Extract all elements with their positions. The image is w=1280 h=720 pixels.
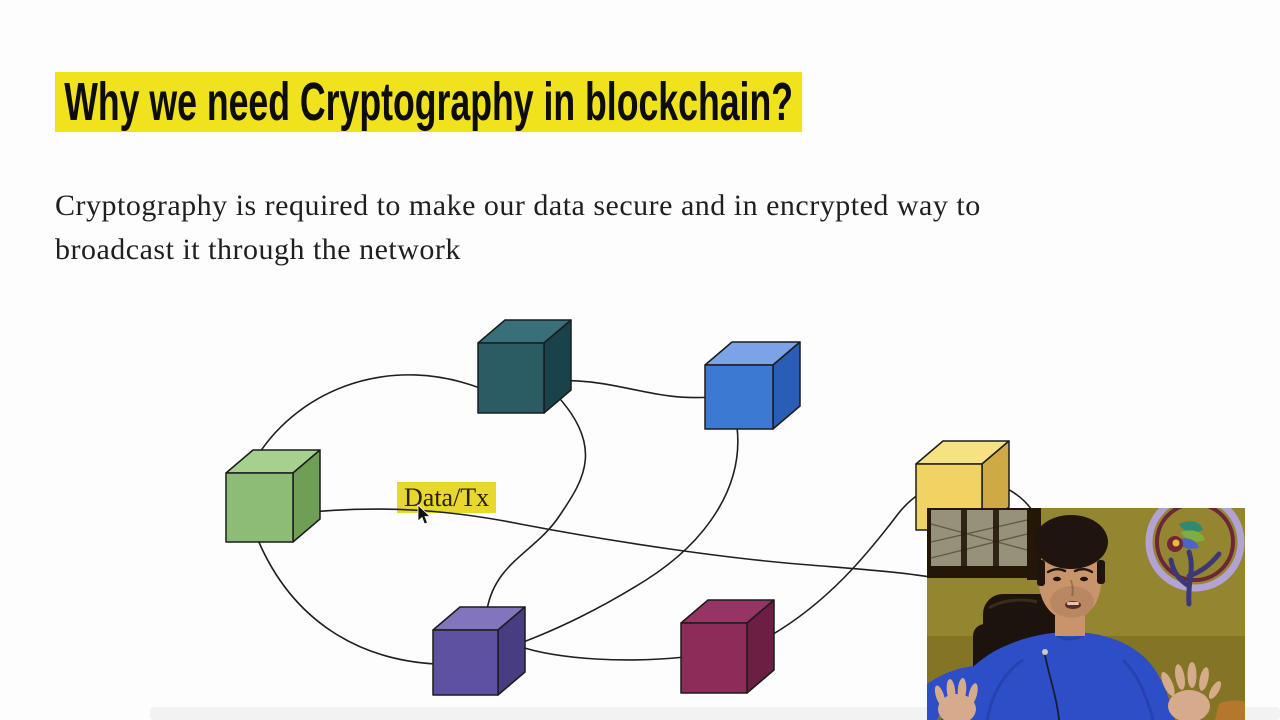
cube-maroon bbox=[680, 599, 775, 694]
lav-mic bbox=[1042, 649, 1048, 655]
slide-body-line1: Cryptography is required to make our dat… bbox=[55, 189, 981, 222]
cube-teal-front bbox=[477, 342, 545, 414]
edge-green-teal bbox=[257, 374, 486, 456]
edge-purple-maroon bbox=[517, 645, 686, 661]
presenter bbox=[927, 515, 1222, 720]
edge-blue-purple bbox=[517, 426, 739, 645]
webcam-overlay bbox=[927, 508, 1245, 720]
edge-teal-purple bbox=[486, 387, 587, 611]
hair bbox=[1034, 515, 1108, 569]
cube-teal bbox=[477, 319, 572, 414]
network-edges bbox=[257, 374, 1033, 665]
left-hand bbox=[934, 678, 978, 720]
cube-purple bbox=[432, 606, 526, 696]
corner-furniture bbox=[1215, 700, 1245, 720]
cube-green bbox=[225, 449, 321, 543]
edge-green-right bbox=[289, 508, 931, 578]
cube-purple-front bbox=[432, 629, 499, 696]
wall-logo bbox=[1145, 508, 1245, 607]
cube-blue bbox=[704, 341, 801, 430]
cube-maroon-front bbox=[680, 622, 748, 694]
mic-wire bbox=[1044, 654, 1060, 720]
slide-title-highlight: Why we need Cryptography in blockchain? bbox=[55, 72, 803, 132]
shirt bbox=[941, 632, 1175, 720]
slide-body-line2: broadcast it through the network bbox=[55, 233, 461, 266]
cube-blue-front bbox=[704, 364, 774, 430]
window-grille bbox=[927, 508, 1047, 580]
cube-green-front bbox=[225, 472, 294, 543]
right-hand bbox=[1161, 662, 1222, 720]
slide-body: Cryptography is required to make our dat… bbox=[55, 184, 1165, 272]
webcam-video bbox=[927, 508, 1245, 720]
slide-title: Why we need Cryptography in blockchain? bbox=[55, 72, 1187, 132]
mouse-cursor-icon bbox=[417, 504, 431, 525]
edge-green-purple bbox=[257, 539, 437, 665]
